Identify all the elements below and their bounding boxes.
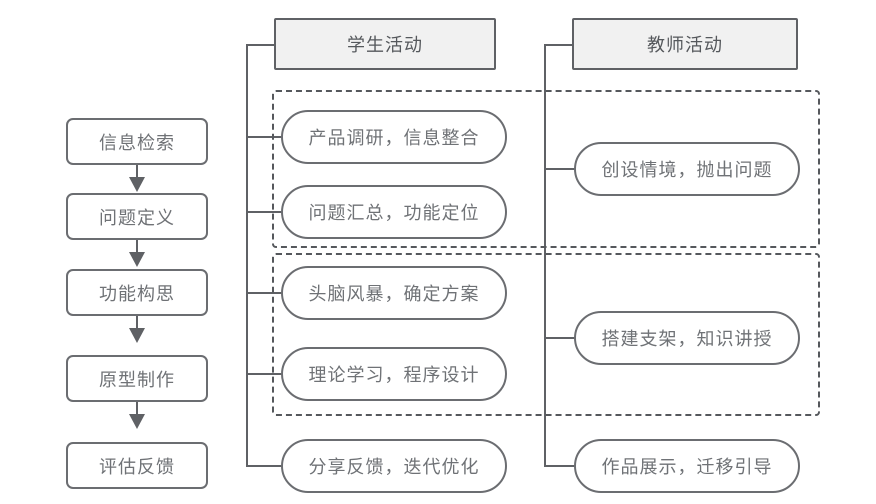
process-step-5[interactable]: 评估反馈 — [66, 442, 208, 489]
teacher-activity-3-label: 作品展示，迁移引导 — [601, 457, 773, 478]
process-step-3-label: 功能构思 — [99, 283, 175, 305]
student-activity-3-label: 头脑风暴，确定方案 — [308, 284, 480, 305]
process-step-4-label: 原型制作 — [99, 369, 175, 391]
student-activity-4-label: 理论学习，程序设计 — [308, 365, 480, 386]
process-step-5-label: 评估反馈 — [99, 456, 175, 478]
phase-group-1 — [272, 90, 820, 248]
student-column-header[interactable]: 学生活动 — [274, 18, 496, 70]
teacher-column-header[interactable]: 教师活动 — [572, 18, 798, 70]
student-activity-4[interactable]: 理论学习，程序设计 — [281, 347, 507, 401]
student-activity-2-label: 问题汇总，功能定位 — [308, 203, 480, 224]
teacher-activity-2[interactable]: 搭建支架，知识讲授 — [574, 311, 800, 365]
teacher-activity-3[interactable]: 作品展示，迁移引导 — [574, 439, 800, 493]
process-step-2-label: 问题定义 — [99, 207, 175, 229]
process-step-1-label: 信息检索 — [99, 132, 175, 154]
student-activity-1[interactable]: 产品调研，信息整合 — [281, 110, 507, 164]
phase-group-2 — [272, 253, 820, 416]
process-step-1[interactable]: 信息检索 — [66, 118, 208, 165]
process-step-3[interactable]: 功能构思 — [66, 269, 208, 316]
teacher-column-header-label: 教师活动 — [647, 35, 723, 56]
process-step-2[interactable]: 问题定义 — [66, 193, 208, 240]
student-column-header-label: 学生活动 — [347, 35, 423, 56]
student-activity-5[interactable]: 分享反馈，迭代优化 — [281, 439, 507, 493]
student-activity-2[interactable]: 问题汇总，功能定位 — [281, 185, 507, 239]
teacher-activity-1[interactable]: 创设情境，抛出问题 — [574, 142, 800, 196]
process-step-4[interactable]: 原型制作 — [66, 355, 208, 402]
teacher-activity-2-label: 搭建支架，知识讲授 — [601, 329, 773, 350]
student-activity-5-label: 分享反馈，迭代优化 — [308, 457, 480, 478]
teacher-activity-1-label: 创设情境，抛出问题 — [601, 160, 773, 181]
student-activity-1-label: 产品调研，信息整合 — [308, 128, 480, 149]
student-activity-3[interactable]: 头脑风暴，确定方案 — [281, 266, 507, 320]
